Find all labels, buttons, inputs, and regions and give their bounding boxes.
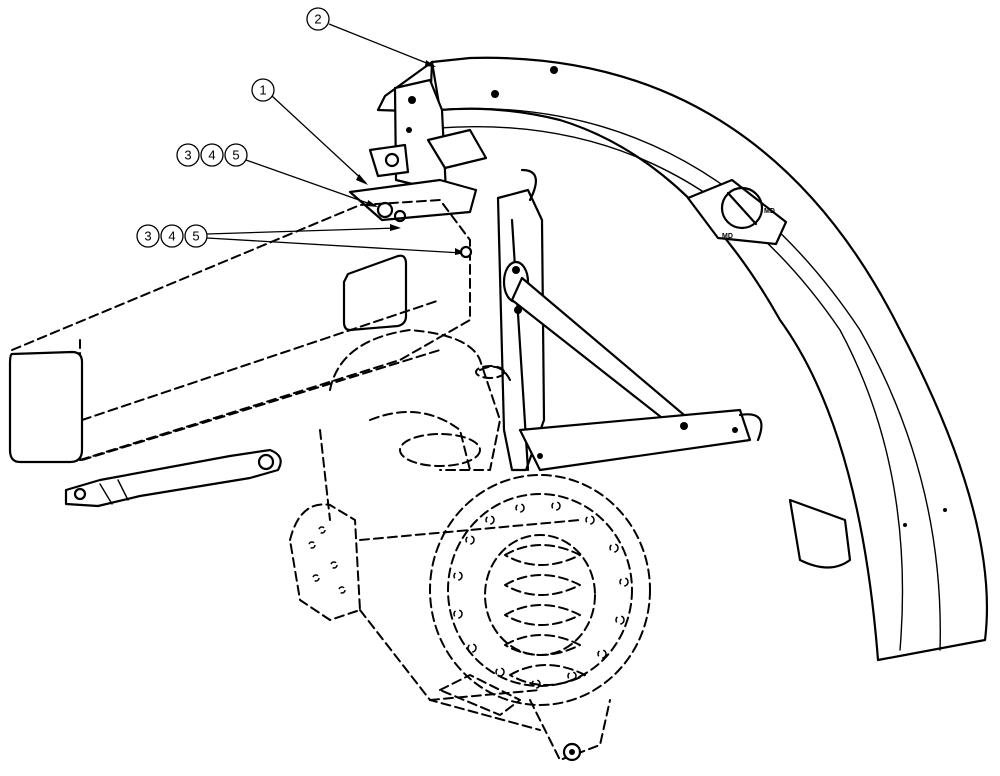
callout-3-upper: 3: [176, 143, 200, 167]
callout-5-upper: 5: [224, 143, 248, 167]
axle-tube: [8, 199, 471, 464]
svg-text:3: 3: [184, 148, 191, 163]
callout-2: 2: [306, 7, 330, 31]
callout-4-lower: 4: [160, 224, 184, 248]
fender-brace: [496, 168, 763, 472]
decal-left-text: MD: [722, 233, 733, 240]
callout-group-345-upper: 3 4 5: [176, 143, 248, 167]
callout-5-lower: 5: [184, 224, 208, 248]
brake-disc-and-spring: [429, 474, 651, 762]
svg-text:3: 3: [144, 229, 151, 244]
svg-text:4: 4: [168, 229, 175, 244]
decal-right-text: MD: [764, 208, 775, 215]
callout-3-lower: 3: [136, 224, 160, 248]
svg-text:1: 1: [259, 83, 266, 98]
callout-4-upper: 4: [200, 143, 224, 167]
steering-link: [64, 448, 282, 508]
svg-text:5: 5: [192, 229, 199, 244]
callout-1: 1: [251, 78, 275, 102]
svg-text:4: 4: [208, 148, 215, 163]
fender: [376, 56, 988, 662]
svg-text:5: 5: [232, 148, 239, 163]
fender-warning-decal: MD MD: [686, 178, 788, 246]
callout-group-345-lower: 3 4 5: [136, 224, 208, 248]
fender-bracket: [348, 78, 488, 223]
knuckle-and-hub: [289, 329, 581, 731]
svg-text:2: 2: [314, 12, 321, 27]
